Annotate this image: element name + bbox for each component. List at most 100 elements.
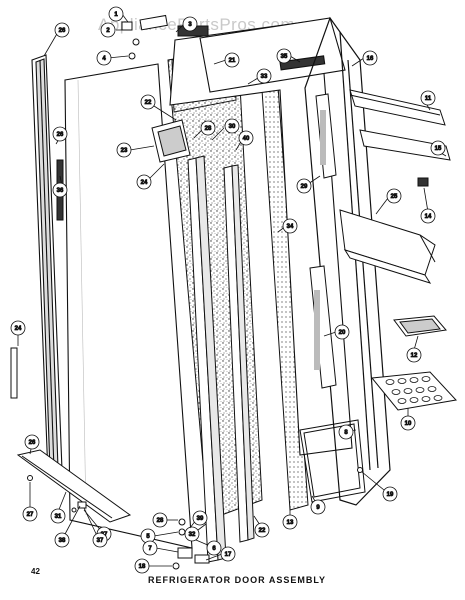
svg-text:26: 26 [57,132,64,138]
callout-22-bottom: 22 [253,515,270,538]
svg-text:6: 6 [212,546,216,552]
callout-4: 4 [96,50,129,66]
handle-bracket [151,119,191,163]
callout-25: 25 [375,188,402,215]
svg-text:29: 29 [301,184,308,190]
svg-text:19: 19 [387,492,394,498]
callout-30: 30 [211,118,240,141]
diagram-title: REFRIGERATOR DOOR ASSEMBLY [148,575,327,585]
door-outer-panel [64,63,193,549]
left-trim-strip [31,54,63,476]
callout-21: 21 [213,52,240,68]
hinge-cover-14 [417,177,429,187]
callout-37: 37 [83,507,108,548]
callout-28-top: 28 [193,120,216,139]
callout-35: 35 [276,48,301,64]
callout-20: 20 [323,324,350,340]
inner-door-liner [169,17,353,456]
svg-text:5: 5 [146,534,150,540]
svg-text:25: 25 [391,194,398,200]
callout-11: 11 [420,90,436,111]
svg-text:36: 36 [57,188,64,194]
callouts: 1 2 3 4 5 6 7 8 9 10 11 12 13 14 15 16 1… [10,6,447,574]
callout-33: 33 [247,68,272,85]
screw-27-right [71,507,77,513]
bottom-gasket-frame [299,419,366,503]
door-shelf-lower [339,209,436,284]
callout-14: 14 [420,187,436,224]
door-shelf-upper [349,89,451,161]
svg-text:1: 1 [114,12,118,18]
svg-text:28: 28 [157,518,164,524]
svg-text:4: 4 [102,56,106,62]
callout-1: 1 [108,6,129,23]
callout-17: 17 [205,546,236,562]
svg-text:31: 31 [55,514,62,520]
svg-text:9: 9 [316,505,320,511]
svg-text:2: 2 [106,28,110,34]
svg-text:33: 33 [261,74,268,80]
svg-text:22: 22 [259,528,266,534]
hinge-hardware-top [121,14,209,60]
left-bottom-clip [10,347,18,399]
svg-text:35: 35 [281,54,288,60]
callout-2: 2 [100,22,126,38]
svg-text:21: 21 [229,58,236,64]
callout-8: 8 [338,424,357,440]
svg-text:37: 37 [97,538,104,544]
svg-text:34: 34 [287,224,294,230]
svg-text:14: 14 [425,214,432,220]
callout-7: 7 [142,540,179,556]
butter-compartment [393,315,447,337]
callout-12: 12 [406,335,422,363]
svg-text:24: 24 [141,180,148,186]
callout-19: 19 [361,471,398,502]
clip-38 [77,501,87,509]
callout-28-bottom: 28 [152,512,178,528]
svg-text:26: 26 [29,440,36,446]
svg-text:27: 27 [27,512,34,518]
callout-23: 23 [116,142,155,158]
callout-6: 6 [195,539,222,556]
door-handle-lower [309,265,337,389]
callout-10: 10 [400,408,416,431]
screw-27-left [27,475,33,481]
callout-15: 15 [430,140,447,157]
svg-text:3: 3 [188,22,192,28]
svg-text:18: 18 [139,564,146,570]
svg-text:11: 11 [425,96,432,102]
screw-19 [357,467,363,473]
door-handle-upper [315,93,337,179]
egg-tray [371,371,457,411]
callout-18: 18 [134,558,172,574]
svg-text:7: 7 [148,546,152,552]
callout-26-mid: 26 [52,126,68,145]
svg-text:26: 26 [59,28,66,34]
svg-text:28: 28 [205,126,212,132]
svg-text:24: 24 [15,326,22,332]
callout-29: 29 [296,175,321,194]
svg-text:16: 16 [367,56,374,62]
callout-24-left: 24 [10,320,26,346]
svg-text:23: 23 [121,148,128,154]
page-number: 42 [31,567,40,576]
bottom-trim-bar [16,449,132,523]
breaker-strips [187,155,255,563]
callout-13: 13 [282,506,298,530]
callout-26-left: 26 [43,22,70,57]
callout-16: 16 [351,50,378,67]
svg-text:30: 30 [229,124,236,130]
callout-38: 38 [54,505,81,548]
callout-31: 31 [50,491,67,524]
callout-34: 34 [277,218,298,234]
svg-text:32: 32 [189,532,196,538]
callout-9: 9 [310,495,326,515]
svg-text:39: 39 [197,516,204,522]
callout-39: 39 [189,510,208,529]
svg-text:15: 15 [435,146,442,152]
svg-text:17: 17 [225,552,232,558]
svg-text:13: 13 [287,520,294,526]
callout-27-left: 27 [22,482,38,522]
callout-36: 36 [52,175,68,198]
